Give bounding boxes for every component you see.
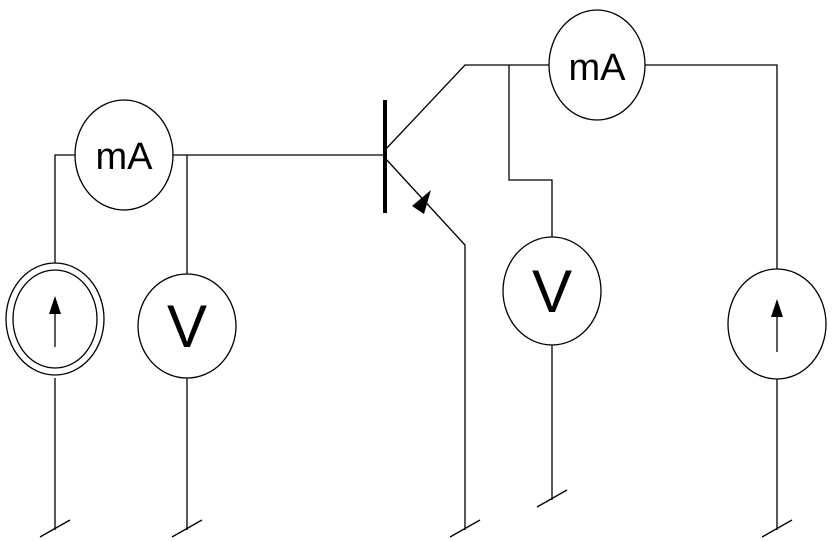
wire-collector-supply bbox=[645, 64, 778, 270]
base-ammeter-circle bbox=[74, 99, 174, 211]
base-ammeter-label: mA bbox=[96, 136, 154, 178]
wire-collector-voltmeter-top bbox=[508, 65, 553, 238]
collector-ammeter-label: mA bbox=[569, 47, 627, 89]
base-voltmeter: V bbox=[137, 273, 237, 379]
base-current-source bbox=[5, 262, 105, 376]
base-voltmeter-label: V bbox=[167, 293, 207, 360]
wire-base-source bbox=[54, 154, 76, 270]
collector-voltmeter-label: V bbox=[532, 258, 572, 325]
grounds bbox=[39, 489, 793, 538]
wire-emitter bbox=[384, 157, 466, 530]
base-ammeter: mA bbox=[74, 99, 174, 211]
collector-voltmeter: V bbox=[502, 236, 602, 346]
ground-symbol bbox=[761, 519, 793, 538]
ground-symbol bbox=[449, 519, 481, 538]
collector-voltmeter-circle bbox=[502, 236, 602, 346]
ground-symbol bbox=[171, 519, 203, 538]
ground-symbol bbox=[536, 489, 568, 508]
collector-voltage-source bbox=[727, 268, 827, 380]
arrow-up-icon bbox=[771, 299, 783, 317]
wires bbox=[54, 64, 778, 530]
collector-ammeter: mA bbox=[548, 9, 646, 121]
collector-ammeter-circle bbox=[548, 9, 646, 121]
wire-collector bbox=[384, 64, 549, 151]
emitter-arrow bbox=[412, 190, 431, 214]
arrow-up-icon bbox=[49, 296, 61, 314]
base-voltmeter-circle bbox=[137, 273, 237, 379]
transistor bbox=[383, 100, 431, 214]
ground-symbol bbox=[39, 519, 71, 538]
